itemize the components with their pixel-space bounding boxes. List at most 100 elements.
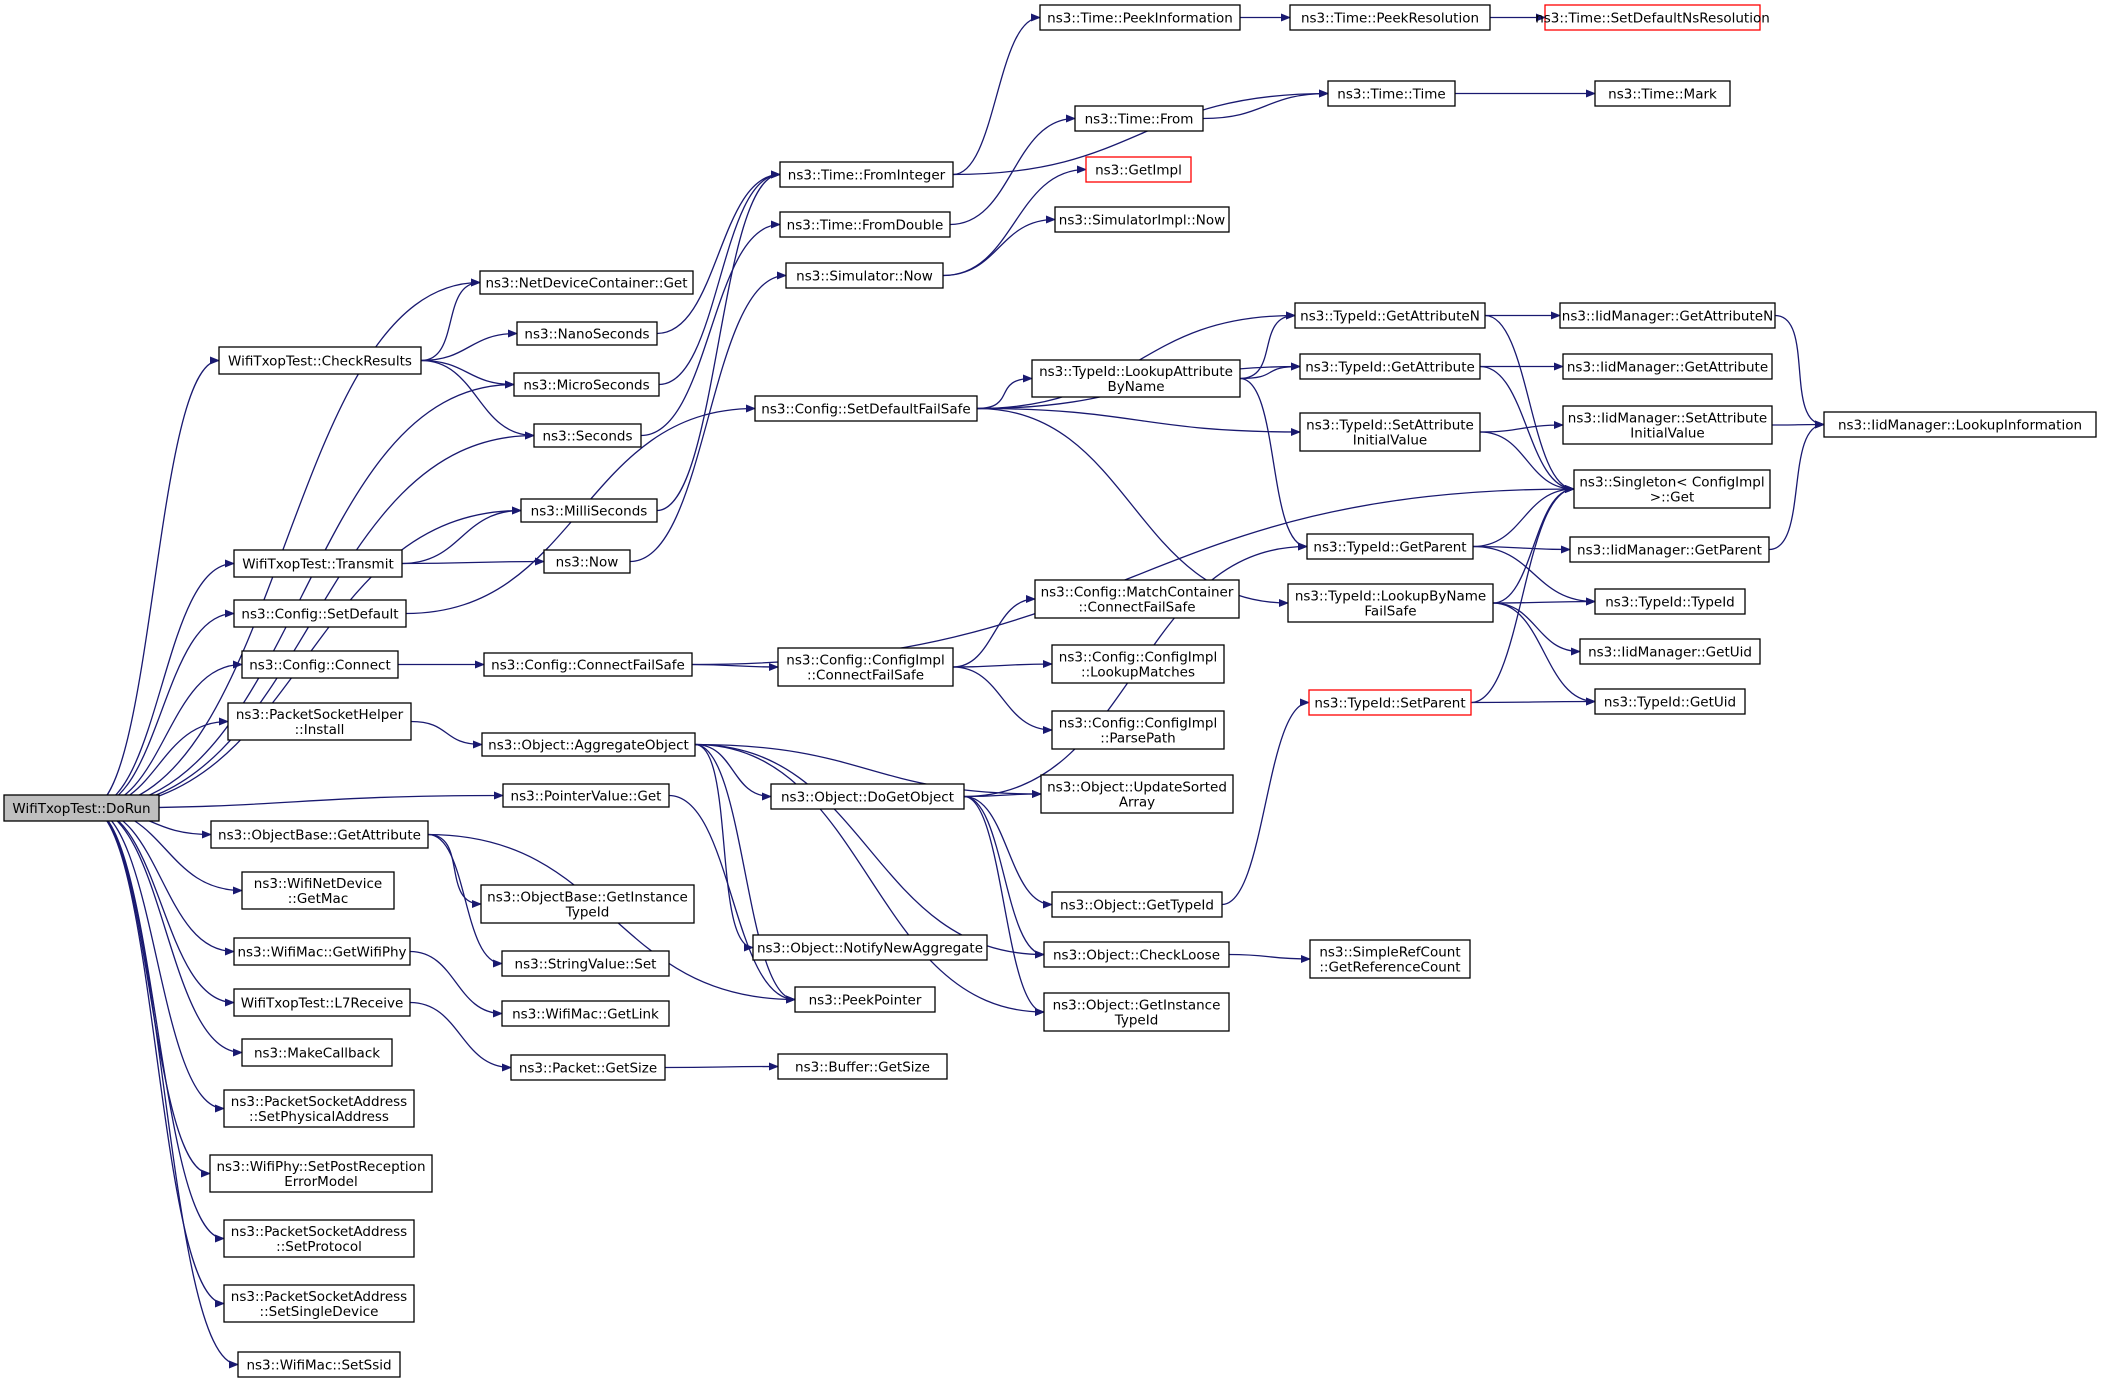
node-seconds[interactable]: ns3::Seconds bbox=[533, 423, 642, 448]
node-label: ns3::PacketSocketHelper bbox=[236, 707, 404, 723]
node-pshinstall[interactable]: ns3::PacketSocketHelper::Install bbox=[227, 702, 412, 741]
node-setphysaddr[interactable]: ns3::PacketSocketAddress::SetPhysicalAdd… bbox=[223, 1089, 415, 1128]
node-objgettypeid[interactable]: ns3::Object::GetTypeId bbox=[1051, 891, 1223, 918]
node-simnow[interactable]: ns3::Simulator::Now bbox=[785, 262, 944, 289]
node-checkresults[interactable]: WifiTxopTest::CheckResults bbox=[218, 346, 422, 375]
node-connect[interactable]: ns3::Config::Connect bbox=[241, 650, 399, 679]
node-matchcontainer[interactable]: ns3::Config::MatchContainer::ConnectFail… bbox=[1034, 579, 1240, 619]
node-box bbox=[223, 1284, 415, 1323]
node-fromint[interactable]: ns3::Time::FromInteger bbox=[779, 161, 954, 188]
node-transmit[interactable]: WifiTxopTest::Transmit bbox=[233, 549, 403, 578]
node-connectfailsafe[interactable]: ns3::Config::ConnectFailSafe bbox=[483, 652, 693, 677]
node-box bbox=[3, 794, 160, 822]
node-label: ns3::TypeId::GetAttribute bbox=[1305, 360, 1475, 376]
node-wmgetlink[interactable]: ns3::WifiMac::GetLink bbox=[501, 1000, 670, 1027]
node-box bbox=[1034, 579, 1240, 619]
node-stringvalueset[interactable]: ns3::StringValue::Set bbox=[501, 950, 670, 977]
node-getimpl[interactable]: ns3::GetImpl bbox=[1085, 156, 1192, 183]
node-label: ns3::Time::PeekInformation bbox=[1047, 11, 1233, 27]
node-setprotocol[interactable]: ns3::PacketSocketAddress::SetProtocol bbox=[223, 1219, 415, 1258]
node-buffergetsize[interactable]: ns3::Buffer::GetSize bbox=[777, 1053, 948, 1080]
node-setdefault[interactable]: ns3::Config::SetDefault bbox=[233, 599, 407, 628]
edge-getattributen-to-singletonget bbox=[1484, 314, 1575, 493]
node-label: ns3::Config::SetDefaultFailSafe bbox=[761, 402, 970, 418]
edge-microseconds-to-fromint bbox=[658, 170, 781, 386]
node-label: ns3::Config::ConfigImpl bbox=[786, 653, 944, 669]
node-getattributen[interactable]: ns3::TypeId::GetAttributeN bbox=[1294, 302, 1486, 329]
node-configimplcfs[interactable]: ns3::Config::ConfigImpl::ConnectFailSafe bbox=[777, 647, 954, 687]
node-nanoseconds[interactable]: ns3::NanoSeconds bbox=[516, 321, 658, 346]
node-setdefaultnsres[interactable]: ns3::Time::SetDefaultNsResolution bbox=[1535, 4, 1770, 31]
node-box bbox=[1054, 206, 1230, 233]
node-setssid[interactable]: ns3::WifiMac::SetSsid bbox=[237, 1351, 401, 1378]
node-checkloose[interactable]: ns3::Object::CheckLoose bbox=[1043, 941, 1230, 968]
node-setdefaultfs[interactable]: ns3::Config::SetDefaultFailSafe bbox=[754, 395, 978, 422]
node-label: ns3::Config::MatchContainer bbox=[1041, 585, 1234, 601]
node-label: ns3::SimulatorImpl::Now bbox=[1059, 213, 1225, 229]
node-box bbox=[223, 1089, 415, 1128]
node-now[interactable]: ns3::Now bbox=[543, 549, 631, 574]
node-tidgetattribute[interactable]: ns3::TypeId::GetAttribute bbox=[1299, 353, 1481, 380]
node-tidgetparent[interactable]: ns3::TypeId::GetParent bbox=[1306, 533, 1474, 560]
edge-objgettypeid-to-tidsetparent bbox=[1221, 698, 1310, 906]
node-pointervalueget[interactable]: ns3::PointerValue::Get bbox=[502, 783, 670, 808]
node-iidgetattr[interactable]: ns3::IidManager::GetAttribute bbox=[1562, 353, 1773, 380]
node-timefrom[interactable]: ns3::Time::From bbox=[1074, 105, 1204, 132]
node-obgetattribute[interactable]: ns3::ObjectBase::GetAttribute bbox=[210, 820, 429, 849]
node-fromdouble[interactable]: ns3::Time::FromDouble bbox=[779, 211, 951, 238]
node-getrefcount[interactable]: ns3::SimpleRefCount::GetReferenceCount bbox=[1309, 939, 1471, 979]
node-getwifiphy[interactable]: ns3::WifiMac::GetWifiPhy bbox=[233, 937, 411, 966]
node-iidlookupinfo[interactable]: ns3::IidManager::LookupInformation bbox=[1823, 411, 2097, 438]
node-iidgetparent[interactable]: ns3::IidManager::GetParent bbox=[1569, 536, 1770, 563]
node-timemark[interactable]: ns3::Time::Mark bbox=[1594, 80, 1731, 107]
node-box bbox=[1559, 302, 1776, 329]
node-singletonget[interactable]: ns3::Singleton< ConfigImpl >::Get bbox=[1573, 469, 1771, 509]
node-timetime[interactable]: ns3::Time::Time bbox=[1327, 80, 1456, 107]
node-iidsetattrinit[interactable]: ns3::IidManager::SetAttributeInitialValu… bbox=[1562, 405, 1773, 445]
node-l7receive[interactable]: WifiTxopTest::L7Receive bbox=[233, 988, 411, 1017]
node-dogetobject[interactable]: ns3::Object::DoGetObject bbox=[770, 783, 965, 810]
node-box bbox=[516, 321, 658, 346]
node-microseconds[interactable]: ns3::MicroSeconds bbox=[513, 372, 660, 397]
node-dorun[interactable]: WifiTxopTest::DoRun bbox=[3, 794, 160, 822]
node-simimplnow[interactable]: ns3::SimulatorImpl::Now bbox=[1054, 206, 1230, 233]
node-iidgetuid[interactable]: ns3::IidManager::GetUid bbox=[1579, 638, 1761, 665]
node-aggregate[interactable]: ns3::Object::AggregateObject bbox=[481, 732, 696, 757]
edge-setdefaultfs-to-setattrinit bbox=[976, 407, 1301, 436]
node-lookupmatches[interactable]: ns3::Config::ConfigImpl::LookupMatches bbox=[1051, 644, 1225, 684]
node-tidgetuid[interactable]: ns3::TypeId::GetUid bbox=[1594, 688, 1746, 715]
node-box bbox=[1309, 939, 1471, 979]
node-box bbox=[501, 1000, 670, 1027]
node-packetgetsize[interactable]: ns3::Packet::GetSize bbox=[510, 1054, 666, 1081]
edge-lookupbynamefs-to-iidgetuid bbox=[1492, 602, 1581, 656]
node-label: ns3::PacketSocketAddress bbox=[231, 1289, 407, 1305]
node-notifynewagg[interactable]: ns3::Object::NotifyNewAggregate bbox=[752, 934, 988, 961]
edge-lookupbynamefs-to-tidtypeid bbox=[1492, 597, 1596, 606]
node-makecallback[interactable]: ns3::MakeCallback bbox=[241, 1038, 393, 1067]
node-setsingledev[interactable]: ns3::PacketSocketAddress::SetSingleDevic… bbox=[223, 1284, 415, 1323]
edge-aggregate-to-objgetinstancetid bbox=[694, 743, 1045, 1016]
node-tidsetparent[interactable]: ns3::TypeId::SetParent bbox=[1308, 689, 1472, 716]
node-milliseconds[interactable]: ns3::MilliSeconds bbox=[520, 498, 658, 523]
node-wndgetmac[interactable]: ns3::WifiNetDevice::GetMac bbox=[241, 871, 395, 910]
node-box bbox=[770, 783, 965, 810]
node-tidtypeid[interactable]: ns3::TypeId::TypeId bbox=[1594, 588, 1746, 615]
edge-l7receive-to-packetgetsize bbox=[409, 1001, 512, 1072]
node-label: ns3::TypeId::SetAttribute bbox=[1306, 418, 1474, 434]
node-box bbox=[513, 372, 660, 397]
node-iidgetattrn[interactable]: ns3::IidManager::GetAttributeN bbox=[1559, 302, 1776, 329]
node-label: ns3::StringValue::Set bbox=[515, 957, 657, 973]
node-box bbox=[1085, 156, 1192, 183]
node-peekinfo[interactable]: ns3::Time::PeekInformation bbox=[1039, 4, 1241, 31]
node-peekres[interactable]: ns3::Time::PeekResolution bbox=[1289, 4, 1491, 31]
node-ndcget[interactable]: ns3::NetDeviceContainer::Get bbox=[479, 270, 694, 295]
node-peekpointer[interactable]: ns3::PeekPointer bbox=[794, 986, 936, 1013]
node-parsepath[interactable]: ns3::Config::ConfigImpl::ParsePath bbox=[1051, 710, 1225, 750]
